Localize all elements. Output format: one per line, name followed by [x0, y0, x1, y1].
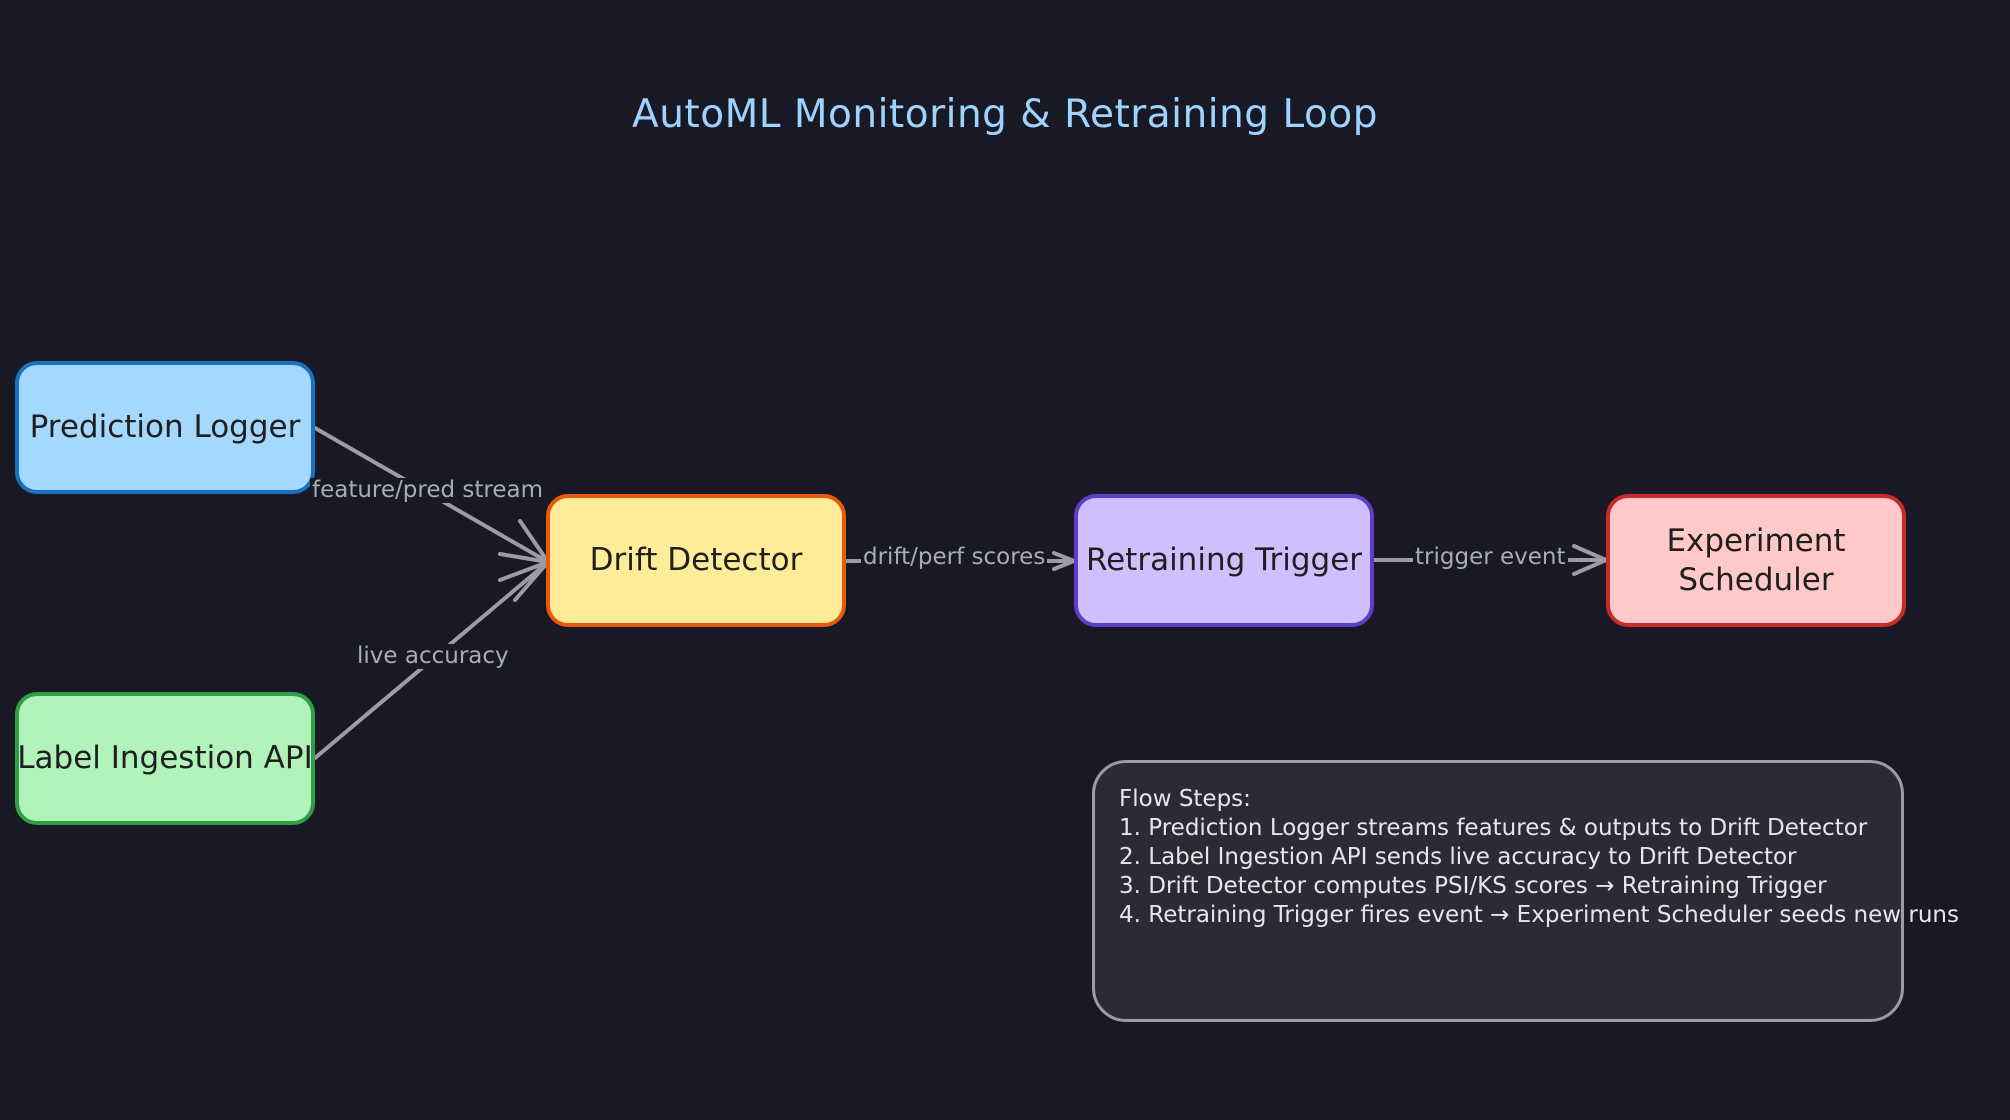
flow-steps-heading: Flow Steps:: [1119, 786, 1251, 812]
flow-step-1: 1. Prediction Logger streams features & …: [1119, 815, 1868, 841]
diagram-canvas: AutoML Monitoring & Retraining Loop Pred…: [15, 92, 1959, 1022]
node-label-ingestion-api-label: Label Ingestion API: [17, 740, 313, 777]
node-prediction-logger: Prediction Logger: [15, 361, 315, 494]
flow-step-2: 2. Label Ingestion API sends live accura…: [1119, 844, 1797, 870]
node-drift-detector: Drift Detector: [546, 494, 846, 627]
node-drift-detector-label: Drift Detector: [589, 542, 803, 579]
flow-step-3: 3. Drift Detector computes PSI/KS scores…: [1119, 873, 1827, 899]
flow-steps-note: Flow Steps: 1. Prediction Logger streams…: [1092, 760, 1959, 1022]
node-label-ingestion-api: Label Ingestion API: [15, 692, 315, 825]
node-retraining-trigger: Retraining Trigger: [1074, 494, 1374, 627]
edge-label-feature-pred-stream: feature/pred stream: [310, 477, 545, 504]
node-retraining-trigger-label: Retraining Trigger: [1085, 542, 1363, 579]
node-prediction-logger-label: Prediction Logger: [29, 409, 301, 446]
edge-label-drift-perf-scores: drift/perf scores: [861, 544, 1048, 571]
edge-label-live-accuracy: live accuracy: [355, 643, 511, 670]
node-experiment-scheduler: Experiment Scheduler: [1606, 494, 1906, 627]
node-experiment-scheduler-label: Experiment Scheduler: [1666, 522, 1846, 598]
edge-label-trigger-event: trigger event: [1413, 544, 1568, 571]
flow-step-4: 4. Retraining Trigger fires event → Expe…: [1119, 902, 1959, 928]
diagram-title: AutoML Monitoring & Retraining Loop: [632, 92, 1378, 137]
